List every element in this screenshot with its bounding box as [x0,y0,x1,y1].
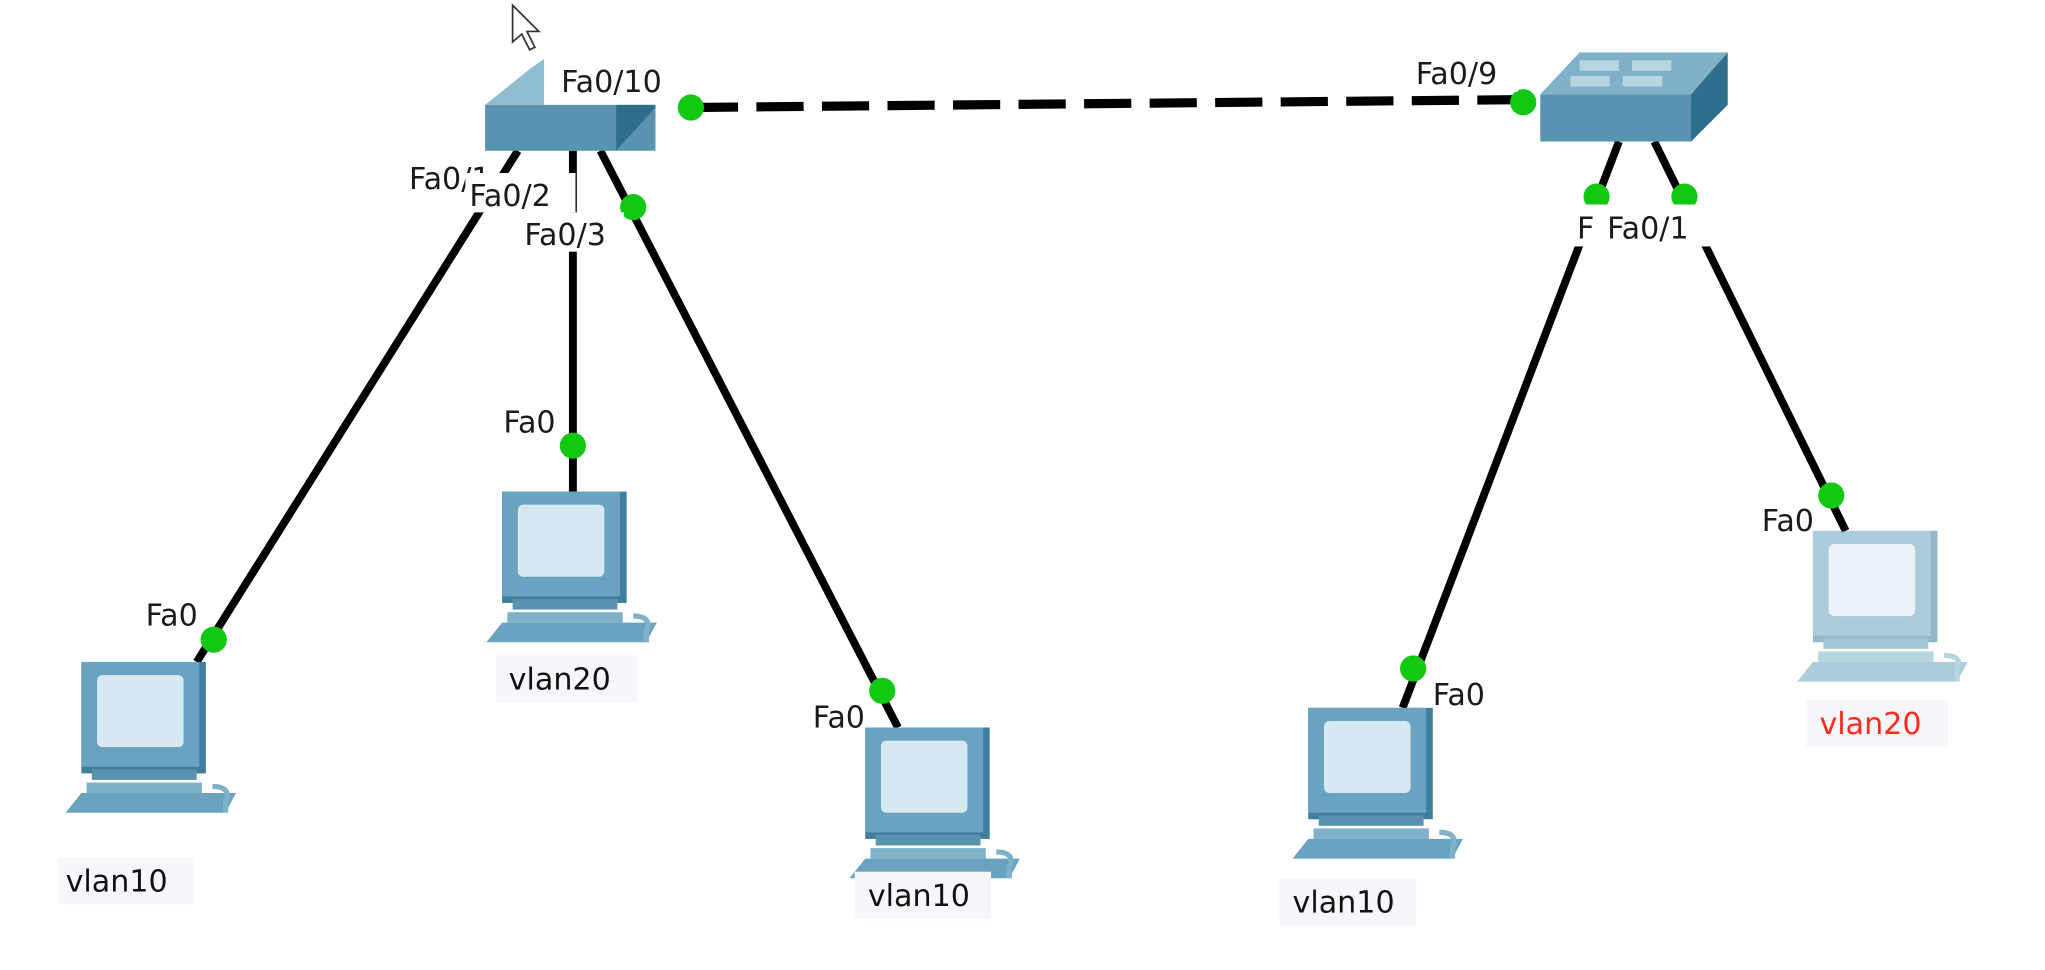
link-status-dot [869,677,896,704]
pc-label[interactable]: vlan10 [1293,885,1395,920]
port-label: Fa0 [1433,678,1485,713]
pc-icon[interactable] [1797,531,1967,682]
port-label: Fa0/9 [1416,57,1498,92]
link-status-dot [1818,482,1845,509]
cable-sw1-pc1[interactable] [193,148,522,665]
link-status-dot [620,194,647,221]
pc-icon[interactable] [849,728,1019,879]
link-status-dot [200,626,227,653]
pc-icon[interactable] [1293,708,1463,859]
link-status-dot [1510,89,1537,116]
switch-icon[interactable] [1540,52,1728,142]
port-label: Fa0 [146,598,198,633]
port-label: Fa0/1 [1607,212,1689,247]
cable-sw1-pc3[interactable] [596,148,902,730]
pc-icon[interactable] [66,662,236,813]
port-label: F [1577,212,1594,247]
link-status-dot [559,432,586,459]
port-label: Fa0/10 [561,65,662,100]
mouse-pointer-icon [511,3,541,51]
port-label: Fa0 [1762,504,1814,539]
pc-icon[interactable] [486,492,656,643]
pc-label[interactable]: vlan20 [1819,707,1921,742]
link-status-dot [1671,183,1698,210]
link-status-dot [1400,655,1427,682]
link-status-dot [677,94,704,121]
trunk-link[interactable] [690,95,1524,113]
pc-label[interactable]: vlan10 [868,879,970,914]
port-label: Fa0 [503,406,555,441]
port-label: Fa0 [813,701,865,736]
pc-label[interactable]: vlan20 [509,662,611,697]
link-status-dot [1583,183,1610,210]
switch-icon[interactable] [485,58,656,151]
port-label: Fa0/2 [469,179,551,214]
port-label: Fa0/3 [524,218,606,253]
pc-label[interactable]: vlan10 [66,864,168,899]
